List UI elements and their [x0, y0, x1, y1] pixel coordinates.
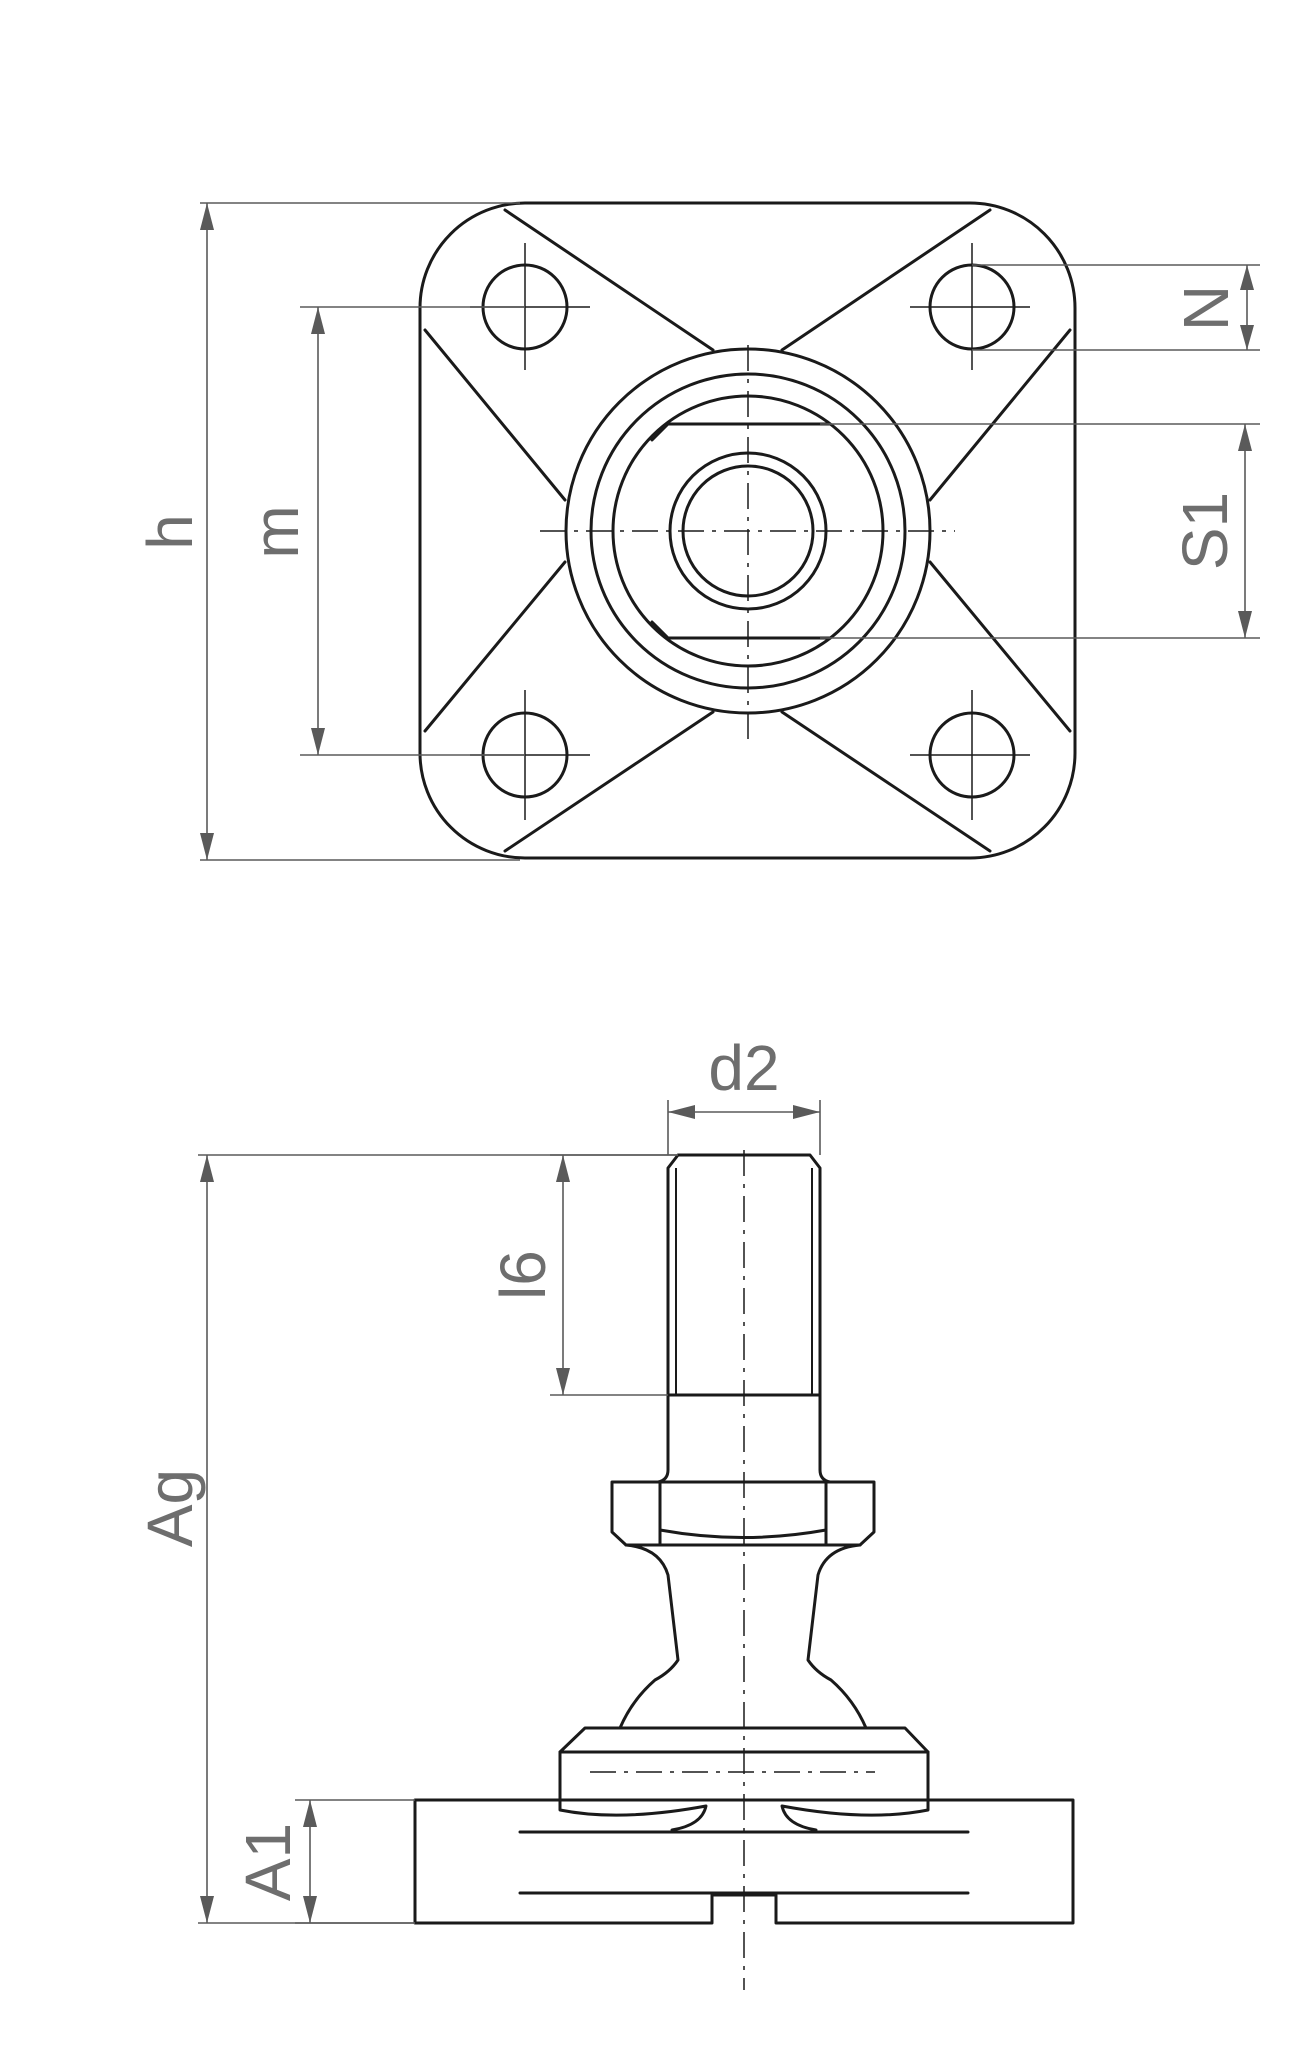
label-l6: l6: [487, 1250, 559, 1300]
side-view: [413, 1150, 1075, 1990]
label-S1: S1: [1169, 492, 1241, 570]
label-Ag: Ag: [134, 1469, 206, 1547]
dimension-d2: d2: [667, 1032, 821, 1155]
label-m: m: [240, 505, 312, 558]
dimension-S1: S1: [820, 423, 1260, 639]
label-A1: A1: [232, 1823, 304, 1901]
hex-collar: [610, 1480, 876, 1547]
dimension-l6: l6: [487, 1154, 678, 1396]
dimension-A1: A1: [232, 1799, 415, 1924]
ball-joint: [618, 1543, 868, 1730]
dimension-h: h: [134, 202, 520, 861]
dimension-N: N: [972, 264, 1260, 351]
base-plate-outline: [418, 201, 1077, 860]
top-view: [418, 201, 1077, 860]
base-foot: [413, 1798, 1075, 1925]
label-d2: d2: [708, 1032, 779, 1104]
dimension-Ag: Ag: [134, 1154, 678, 1924]
hub-centerlines: [540, 345, 955, 740]
label-N: N: [1170, 285, 1242, 331]
dimension-m: m: [240, 306, 525, 756]
label-h: h: [134, 514, 206, 550]
diagonal-webs: [423, 208, 1072, 853]
